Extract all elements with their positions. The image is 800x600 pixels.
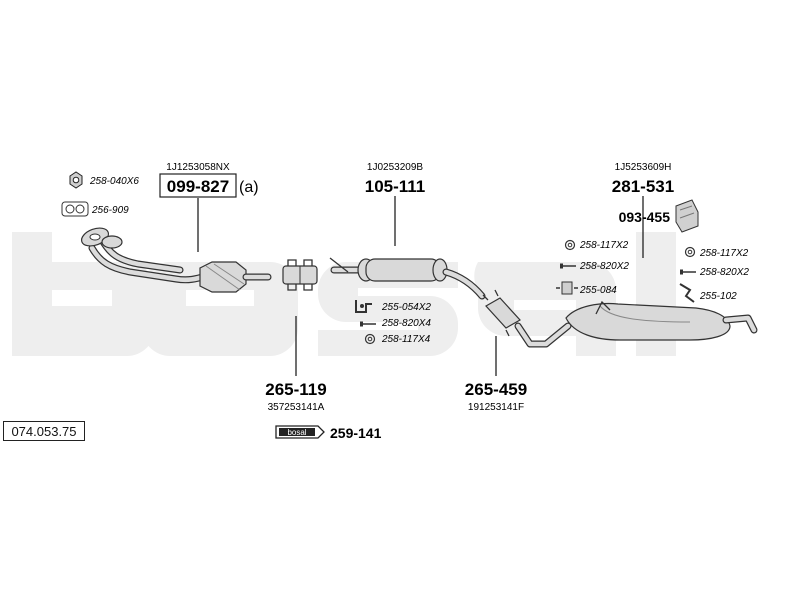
mid-nut-icon <box>364 333 376 345</box>
mount-icon <box>675 199 699 233</box>
mid-bracket-label: 255-054X2 <box>381 302 431 313</box>
mid-bolt-icon <box>360 321 376 327</box>
clamp-rear-oe: 191253141F <box>468 402 524 413</box>
rear-nut-left-icon <box>564 239 576 251</box>
leader-lines <box>197 196 644 376</box>
clamp-front-oe: 357253141A <box>268 402 325 413</box>
rear-nut-left-label: 258-117X2 <box>579 240 629 251</box>
front-pipe <box>80 227 272 293</box>
mount-number: 093-455 <box>619 209 671 225</box>
rear-silencer-number: 281-531 <box>612 177 674 196</box>
mid-bracket-icon <box>355 300 372 313</box>
paste-icon: bosal <box>275 425 325 439</box>
front-pipe-suffix: (a) <box>239 179 259 196</box>
paste-number: 259-141 <box>330 425 382 441</box>
clamp-front-number: 265-119 <box>265 380 326 399</box>
gasket-label: 256-909 <box>91 205 129 216</box>
rear-hanger-left-label: 255-084 <box>579 285 617 296</box>
rear-hanger-right-label: 255-102 <box>699 291 737 302</box>
rear-silencer-oe: 1J5253609H <box>615 162 672 173</box>
middle-silencer-oe: 1J0253209B <box>367 162 423 173</box>
rear-silencer <box>514 300 758 348</box>
front-pipe-oe: 1J1253058NX <box>166 162 230 173</box>
rear-bolt-right-label: 258-820X2 <box>699 267 749 278</box>
rear-bolt-left-icon <box>560 263 576 269</box>
rear-bolt-left-label: 258-820X2 <box>579 261 629 272</box>
clamp-265-119 <box>282 259 318 291</box>
gasket-icon <box>61 201 89 217</box>
mid-nut-label: 258-117X4 <box>381 334 431 345</box>
middle-silencer <box>329 257 486 300</box>
rear-bolt-right-icon <box>680 269 696 275</box>
front-pipe-number-box <box>159 173 237 198</box>
bosal-watermark <box>12 232 676 356</box>
rear-hanger-right-icon <box>679 283 695 303</box>
middle-silencer-number: 105-111 <box>365 177 426 196</box>
nut-icon <box>69 171 83 189</box>
front-pipe-number: 099-827 <box>167 177 229 196</box>
nut-label: 258-040X6 <box>89 176 139 187</box>
rear-nut-right-label: 258-117X2 <box>699 248 749 259</box>
paste-label: bosal <box>287 428 306 437</box>
catalog-number: 074.053.75 <box>3 421 85 441</box>
rear-nut-right-icon <box>684 246 696 258</box>
mid-bolt-label: 258-820X4 <box>381 318 431 329</box>
clamp-rear-number: 265-459 <box>465 380 527 399</box>
clamp-265-459 <box>482 289 522 337</box>
rear-hanger-left-icon <box>556 281 578 295</box>
